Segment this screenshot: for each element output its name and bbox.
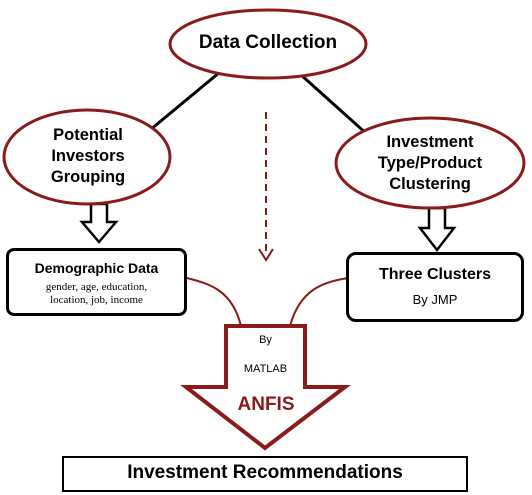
demographic-data-box: [6, 248, 187, 316]
anfis-label: ANFIS: [237, 394, 295, 415]
down-arrow-right-icon: [417, 206, 457, 253]
demographic-data-details: gender, age, education, location, job, i…: [45, 281, 148, 306]
recommendations-box: [62, 456, 468, 492]
anfis-by-label: By: [259, 334, 272, 346]
dashed-arrow-head: [258, 248, 274, 262]
three-clusters-subtitle: By JMP: [412, 292, 458, 307]
down-arrow-left-icon: [79, 202, 119, 244]
potential-investors-label: Potential Investors Grouping: [50, 126, 126, 186]
anfis-arrow-icon: [180, 324, 351, 451]
curve-from-demographic: [186, 277, 242, 327]
recommendations-label: Investment Recommendations: [127, 462, 403, 483]
three-clusters-title: Three Clusters: [378, 266, 492, 283]
three-clusters-box: [346, 252, 524, 322]
anfis-tool-label: MATLAB: [243, 363, 288, 375]
potential-investors-ellipse: [2, 108, 172, 206]
connector-right: [298, 72, 370, 137]
demographic-data-title: Demographic Data: [34, 260, 159, 276]
investment-type-label: Investment Type/Product Clustering: [377, 133, 483, 193]
data-collection-ellipse: [168, 8, 368, 80]
data-collection-label: Data Collection: [198, 32, 338, 53]
investment-type-ellipse: [334, 116, 526, 210]
curve-from-clusters: [289, 277, 349, 327]
connector-left: [149, 70, 221, 132]
